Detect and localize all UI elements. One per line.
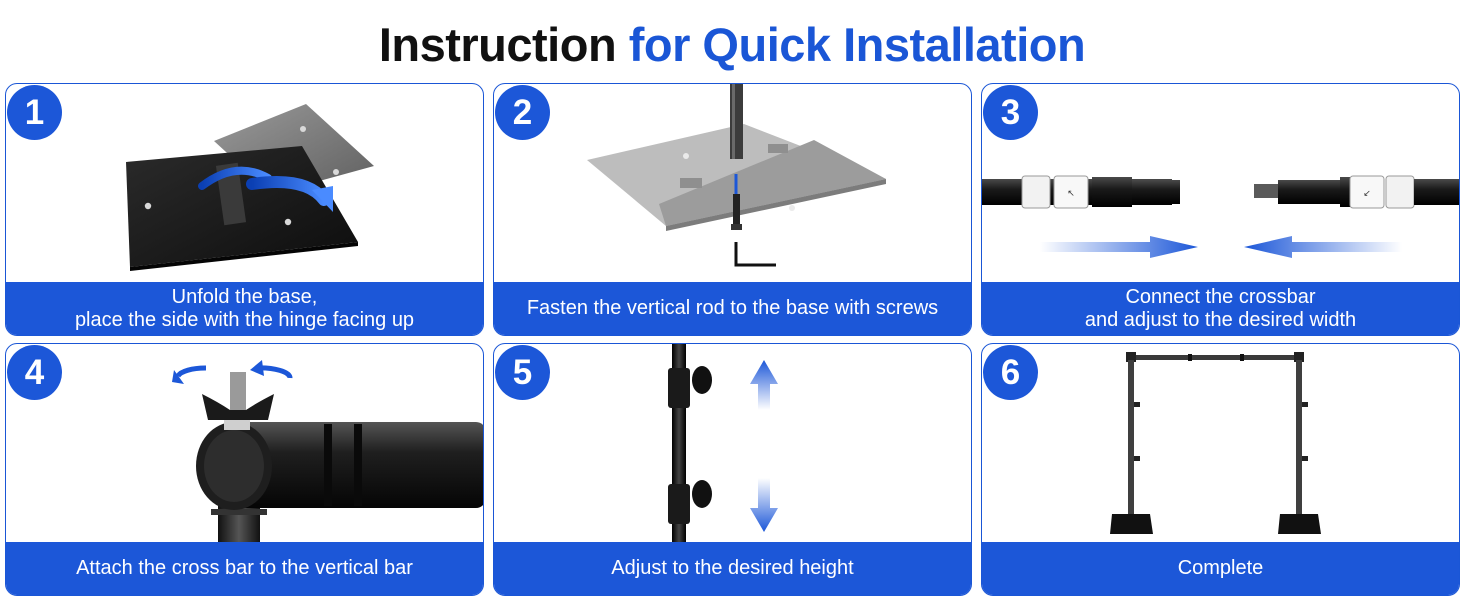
step-caption: Attach the cross bar to the vertical bar <box>6 542 483 595</box>
caption-line: Adjust to the desired height <box>611 557 854 579</box>
title-part-dark: Instruction <box>378 18 617 71</box>
step-panel-5: 5 Adjust to the desired height <box>493 343 972 596</box>
step-caption: Complete <box>982 542 1459 595</box>
caption-line: Fasten the vertical rod to the base with… <box>526 297 939 319</box>
complete-stand-icon <box>1110 352 1321 534</box>
step-panel-2: 2 Fasten the vertical rod to the base wi… <box>493 83 972 336</box>
step-caption: Connect the crossbar and adjust to the d… <box>982 282 1459 335</box>
page-title: Instruction for Quick Installation <box>0 14 1464 76</box>
step-number-badge: 5 <box>495 345 550 400</box>
step-panel-4: 4 Attach the cross bar to the vertical b… <box>5 343 484 596</box>
step-number-badge: 2 <box>495 85 550 140</box>
fasten-rod-icon <box>587 84 886 267</box>
caption-line: Attach the cross bar to the vertical bar <box>76 557 413 579</box>
svg-text:↖: ↖ <box>1067 188 1075 198</box>
step-panel-3: ↖ ↙ 3 Connect the crossbar and adjust to… <box>981 83 1460 336</box>
caption-line: Complete <box>1177 557 1264 579</box>
attach-crossbar-icon <box>172 360 483 544</box>
step-caption: Unfold the base, place the side with the… <box>6 282 483 335</box>
caption-line: Connect the crossbar <box>1125 285 1316 308</box>
svg-text:↙: ↙ <box>1363 188 1371 198</box>
step-panel-6: 6 Complete <box>981 343 1460 596</box>
caption-line: and adjust to the desired width <box>1084 308 1357 331</box>
adjust-height-icon <box>668 344 778 544</box>
connect-crossbar-icon: ↖ ↙ <box>982 175 1459 258</box>
step-caption: Fasten the vertical rod to the base with… <box>494 282 971 335</box>
caption-line: Unfold the base, <box>171 285 318 308</box>
step-number-badge: 6 <box>983 345 1038 400</box>
title-part-blue: for Quick Installation <box>628 18 1086 71</box>
step-number-badge: 1 <box>7 85 62 140</box>
step-number-badge: 4 <box>7 345 62 400</box>
step-caption: Adjust to the desired height <box>494 542 971 595</box>
caption-line: place the side with the hinge facing up <box>74 308 415 331</box>
step-panel-1: 1 Unfold the base, place the side with t… <box>5 83 484 336</box>
unfold-base-icon <box>126 104 374 271</box>
step-number-badge: 3 <box>983 85 1038 140</box>
